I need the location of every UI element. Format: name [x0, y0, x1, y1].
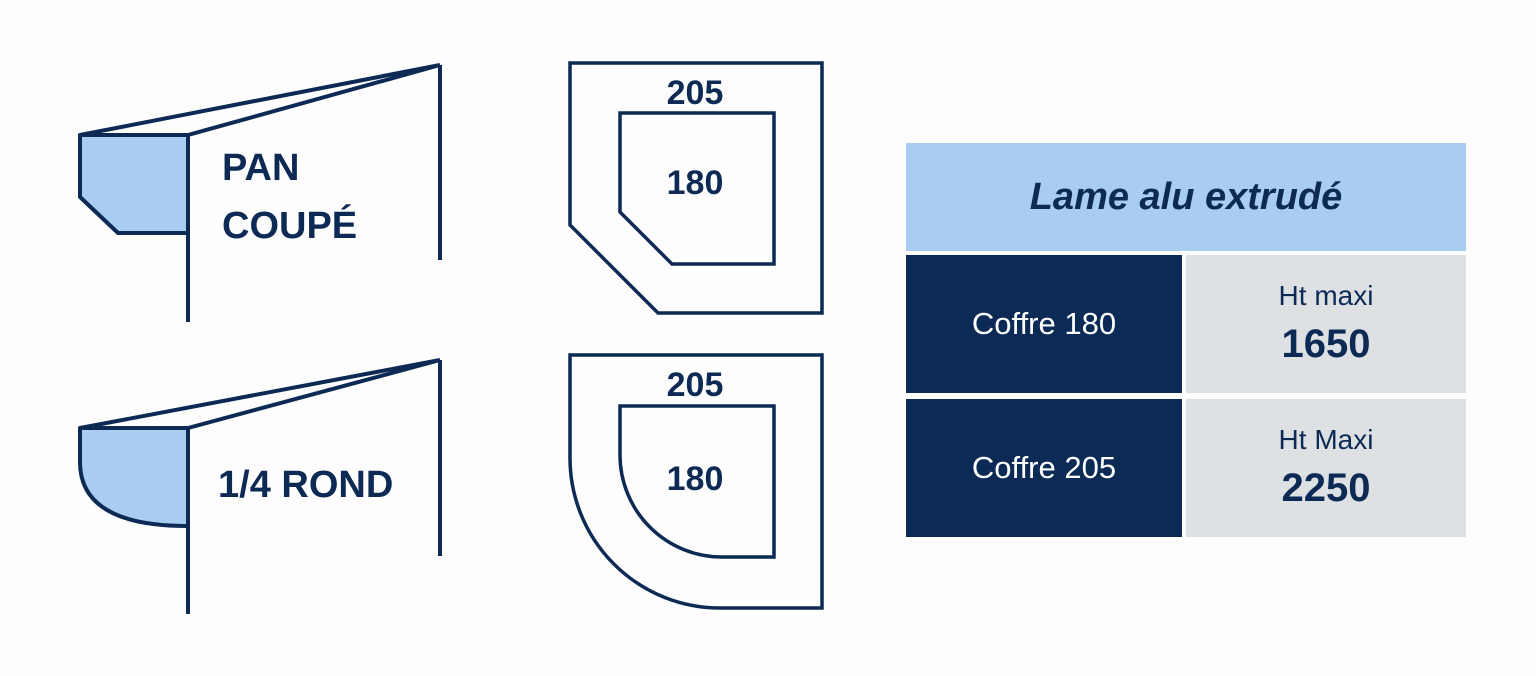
profile-diagrams-svg: PAN COUPÉ 205 180 1/4 ROND 205 180	[78, 61, 824, 614]
spec-row-coffre-205: Coffre 205 Ht Maxi 2250	[906, 399, 1466, 537]
coffre-180-cell: Coffre 180	[906, 255, 1182, 393]
pan-coupe-label-line1: PAN	[222, 147, 299, 189]
spec-table: Lame alu extrudé Coffre 180 Ht maxi 1650…	[906, 143, 1466, 537]
coffre-205-height-value: 2250	[1281, 466, 1371, 510]
coffre-180-height-cell: Ht maxi 1650	[1186, 255, 1466, 393]
pan-coupe-end-face	[78, 133, 190, 235]
profile-diagrams: PAN COUPÉ 205 180 1/4 ROND 205 180	[78, 61, 824, 614]
pan-coupe-top-face	[79, 63, 441, 137]
quarter-round-outer-outline	[568, 353, 824, 610]
quarter-round-section-drawing	[568, 353, 824, 610]
coffre-180-height-label: Ht maxi	[1278, 280, 1374, 311]
quarter-round-inner-outline	[618, 404, 776, 559]
quarter-round-label: 1/4 ROND	[218, 464, 393, 506]
pan-coupe-box-drawing	[78, 63, 442, 322]
quarter-round-inner-dimension: 180	[667, 460, 724, 498]
chamfer-inner-dimension: 180	[667, 164, 724, 202]
chamfer-inner-outline	[618, 111, 776, 266]
chamfer-outer-dimension: 205	[667, 74, 724, 112]
quarter-round-box-drawing	[78, 358, 442, 614]
spec-table-header: Lame alu extrudé	[906, 143, 1466, 251]
chamfer-outer-outline	[568, 61, 824, 315]
coffre-205-height-cell: Ht Maxi 2250	[1186, 399, 1466, 537]
chamfer-section-drawing	[568, 61, 824, 315]
quarter-round-outer-dimension: 205	[667, 366, 724, 404]
coffre-180-height-value: 1650	[1281, 322, 1371, 366]
quarter-round-top-face	[79, 358, 441, 430]
quarter-round-end-face	[78, 426, 190, 528]
coffre-205-height-label: Ht Maxi	[1278, 424, 1374, 455]
spec-row-coffre-180: Coffre 180 Ht maxi 1650	[906, 255, 1466, 393]
pan-coupe-label-line2: COUPÉ	[222, 203, 357, 247]
coffre-205-cell: Coffre 205	[906, 399, 1182, 537]
